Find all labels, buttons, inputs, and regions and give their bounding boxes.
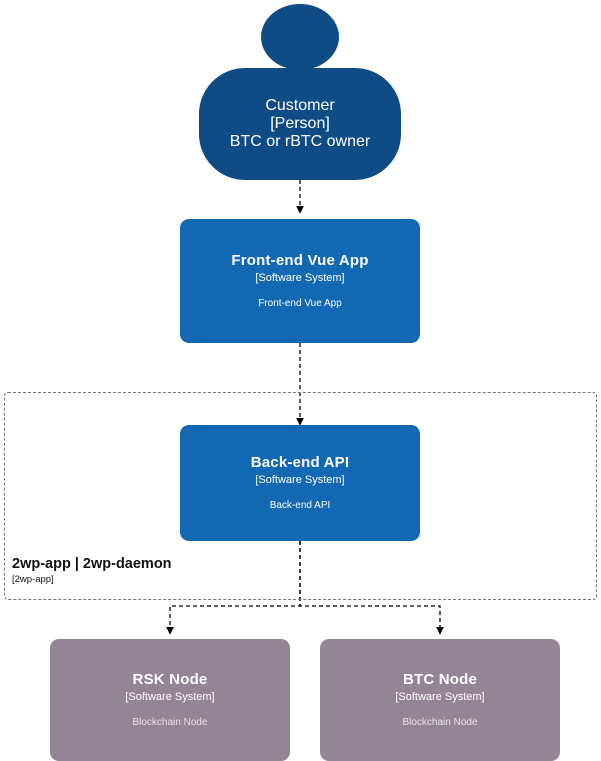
node-customer-description: BTC or rBTC owner: [229, 133, 371, 150]
edge-backend-to-rsk: [166, 541, 301, 635]
node-rsk-title: RSK Node: [132, 671, 208, 688]
edge-backend-to-btc: [299, 541, 444, 635]
boundary-subtitle: [2wp-app]: [12, 574, 54, 585]
node-customer-subtitle: [Person]: [270, 115, 330, 132]
node-rsk-subtitle: [Software System]: [125, 691, 215, 703]
node-btc-title: BTC Node: [402, 671, 478, 688]
node-frontend-vue-app[interactable]: Front-end Vue App [Software System] Fron…: [180, 219, 420, 343]
node-rsk-description: Blockchain Node: [132, 717, 208, 728]
node-backend-api[interactable]: Back-end API [Software System] Back-end …: [180, 425, 420, 541]
node-backend-title: Back-end API: [250, 454, 350, 471]
person-head-icon: [261, 4, 339, 70]
person-body: Customer [Person] BTC or rBTC owner: [199, 68, 401, 180]
node-btc-node[interactable]: BTC Node [Software System] Blockchain No…: [320, 639, 560, 761]
node-backend-description: Back-end API: [269, 500, 331, 511]
node-customer[interactable]: Customer [Person] BTC or rBTC owner: [199, 4, 401, 180]
node-frontend-subtitle: [Software System]: [255, 272, 345, 284]
node-rsk-node[interactable]: RSK Node [Software System] Blockchain No…: [50, 639, 290, 761]
boundary-2wp-app: [4, 392, 597, 600]
node-backend-subtitle: [Software System]: [255, 474, 345, 486]
node-customer-title: Customer: [265, 97, 335, 114]
node-frontend-description: Front-end Vue App: [258, 298, 342, 309]
node-btc-subtitle: [Software System]: [395, 691, 485, 703]
boundary-label: 2wp-app | 2wp-daemon [2wp-app]: [12, 556, 342, 586]
node-frontend-title: Front-end Vue App: [231, 252, 369, 269]
boundary-title: 2wp-app | 2wp-daemon: [12, 556, 172, 572]
node-btc-description: Blockchain Node: [402, 717, 478, 728]
